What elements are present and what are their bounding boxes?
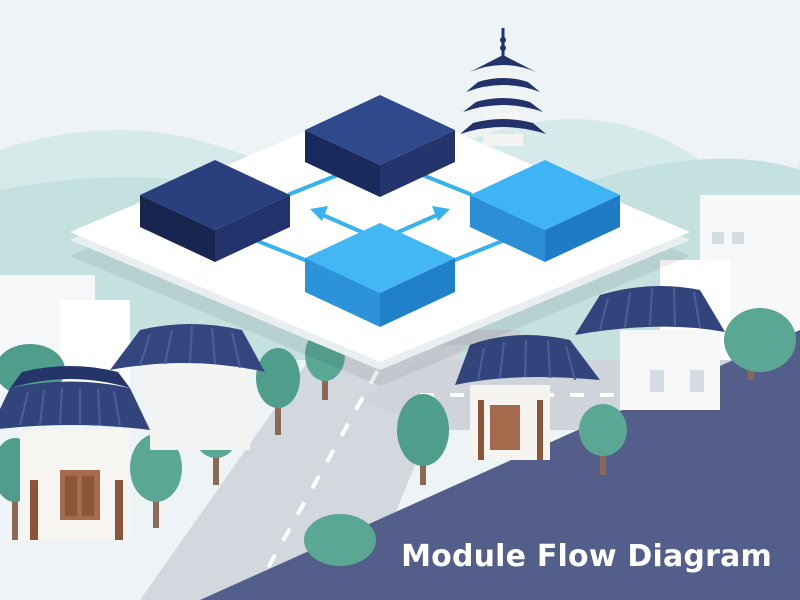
connector-line (248, 236, 312, 264)
pagoda-icon (460, 28, 546, 146)
module-box-bottom (305, 223, 455, 327)
bush (304, 514, 376, 566)
tree (724, 308, 796, 380)
module-box-left (140, 160, 290, 262)
hanok-house-left-middle (110, 324, 265, 450)
tree (579, 404, 627, 475)
arrow-right-icon (432, 206, 450, 221)
module-box-top (305, 95, 455, 197)
hanok-house-right-middle (455, 335, 600, 460)
diagram-caption: Module Flow Diagram (401, 539, 772, 574)
flow-arrowheads (310, 206, 450, 221)
tree (397, 394, 449, 485)
tree (256, 348, 300, 435)
hanok-house-left (0, 366, 150, 540)
hanok-house-right (575, 286, 725, 410)
arrow-left-icon (310, 206, 328, 221)
connector-line (448, 236, 512, 264)
module-box-right (470, 160, 620, 262)
tree (130, 434, 182, 528)
